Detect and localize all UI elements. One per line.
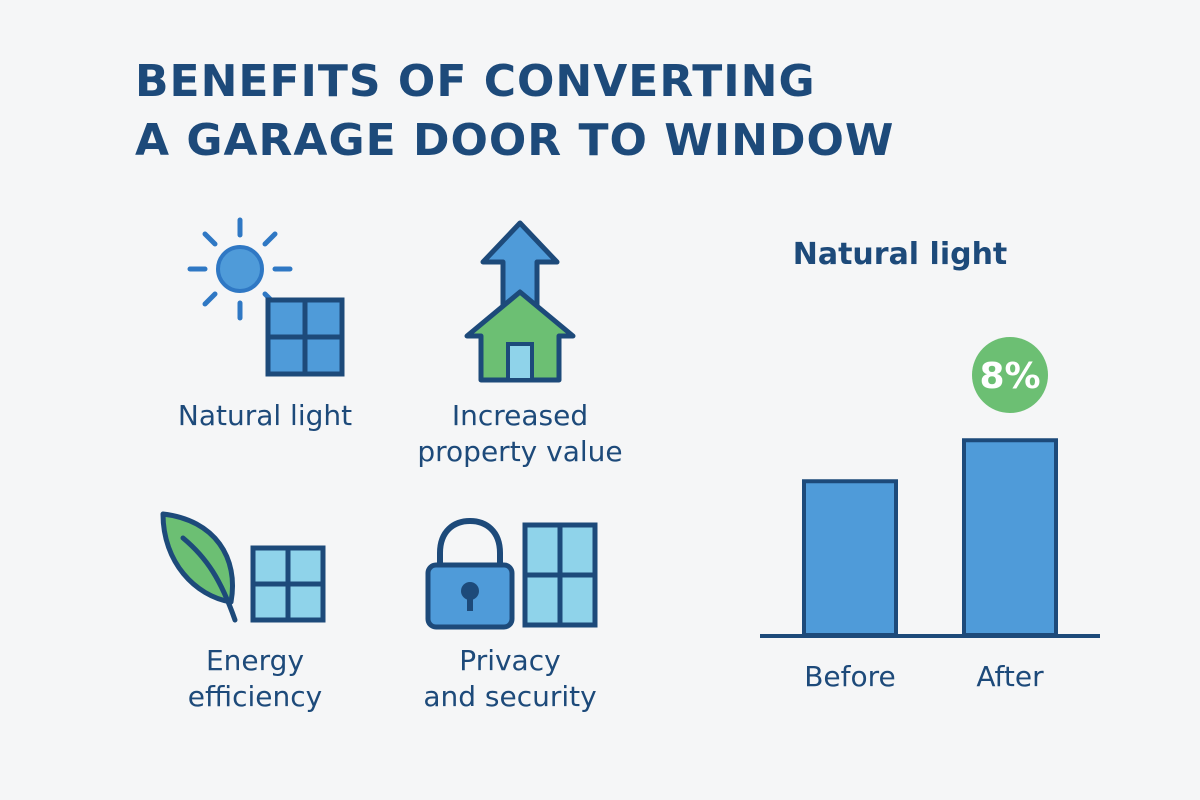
bar-chart: Before After 8%: [760, 337, 1100, 693]
house-arrow-icon: [464, 220, 576, 383]
sun-window-icon: [187, 217, 345, 377]
x-tick-label: After: [976, 660, 1044, 693]
benefit-natural-light: Natural light: [145, 215, 385, 445]
benefit-label: Privacy and security: [423, 644, 597, 713]
bar-before: [802, 479, 898, 637]
title-line-2: A GARAGE DOOR TO WINDOW: [135, 115, 895, 166]
lock-window-icon: [425, 517, 598, 630]
benefit-label: Increased property value: [417, 399, 623, 468]
leaf-window-icon: [160, 511, 326, 623]
benefit-privacy-security: Privacy and security: [395, 505, 625, 720]
title-line-1: BENEFITS OF CONVERTING: [135, 56, 816, 107]
bar-after: [962, 438, 1058, 637]
benefit-property-value: Increased property value: [400, 215, 640, 475]
benefit-energy-efficiency: Energy efficiency: [135, 505, 375, 720]
chart-title: Natural light: [792, 237, 1008, 272]
percent-badge-label: 8%: [979, 356, 1040, 397]
benefit-label: Energy efficiency: [187, 644, 323, 713]
page-title: BENEFITS OF CONVERTING A GARAGE DOOR TO …: [135, 52, 894, 170]
x-tick-label: Before: [804, 660, 896, 693]
benefit-label: Natural light: [177, 399, 353, 432]
percent-badge: [972, 337, 1048, 413]
